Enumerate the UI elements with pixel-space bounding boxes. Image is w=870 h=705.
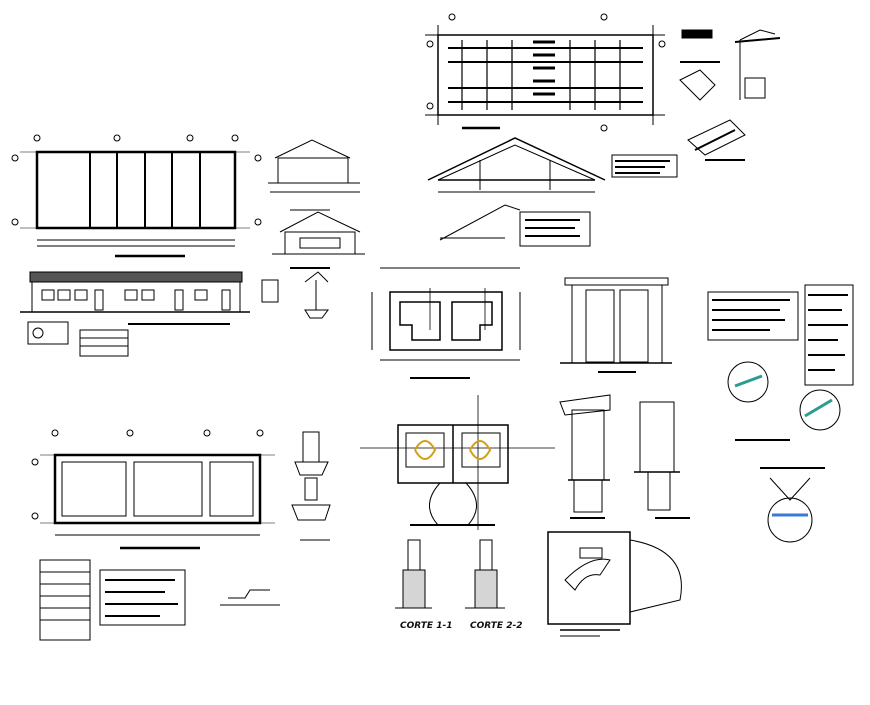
grid-bubble xyxy=(113,134,121,142)
front-elevation xyxy=(20,271,250,325)
grid-bubble xyxy=(11,218,19,226)
grid-bubble xyxy=(186,134,194,142)
grid-bubble xyxy=(31,512,39,520)
legend-box-small xyxy=(27,321,129,357)
section-label-2: CORTE 2-2 xyxy=(470,621,522,631)
grid-bubble xyxy=(658,40,666,48)
grid-bubble xyxy=(11,154,19,162)
grid-bubble xyxy=(51,429,59,437)
grid-bubble xyxy=(31,458,39,466)
foundation-plan xyxy=(31,429,275,550)
grid-bubble xyxy=(256,429,264,437)
ramp-site-plan xyxy=(547,531,682,637)
grid-bubble xyxy=(448,13,456,21)
spec-tables-bottom xyxy=(39,559,280,641)
bathroom-plan xyxy=(371,267,521,379)
wall-section-1 xyxy=(395,539,432,609)
roof-framing-plan xyxy=(425,13,666,132)
spec-block-right xyxy=(707,284,854,386)
toilet-plan xyxy=(360,395,555,530)
grid-bubble xyxy=(254,154,262,162)
grid-bubble xyxy=(254,218,262,226)
footing-details xyxy=(291,431,331,541)
roof-detail-cluster xyxy=(679,29,781,161)
column-detail-small xyxy=(261,271,329,319)
roof-truss-section xyxy=(427,137,678,247)
section-label-1: CORTE 1-1 xyxy=(400,621,452,631)
grid-bubble xyxy=(231,134,239,142)
grid-bubble xyxy=(126,429,134,437)
small-elevation-1 xyxy=(268,139,360,211)
grid-bubble xyxy=(33,134,41,142)
door-elevation xyxy=(560,277,672,373)
grid-bubble xyxy=(426,102,434,110)
grid-bubble xyxy=(203,429,211,437)
wall-section-2 xyxy=(465,539,505,609)
grid-bubble xyxy=(600,124,608,132)
small-elevation-2 xyxy=(272,211,365,269)
grid-bubble xyxy=(426,40,434,48)
detail-callout-bubbles xyxy=(727,361,841,543)
booth-section xyxy=(559,394,690,519)
grid-bubble xyxy=(600,13,608,21)
floor-plan-main xyxy=(11,134,262,258)
